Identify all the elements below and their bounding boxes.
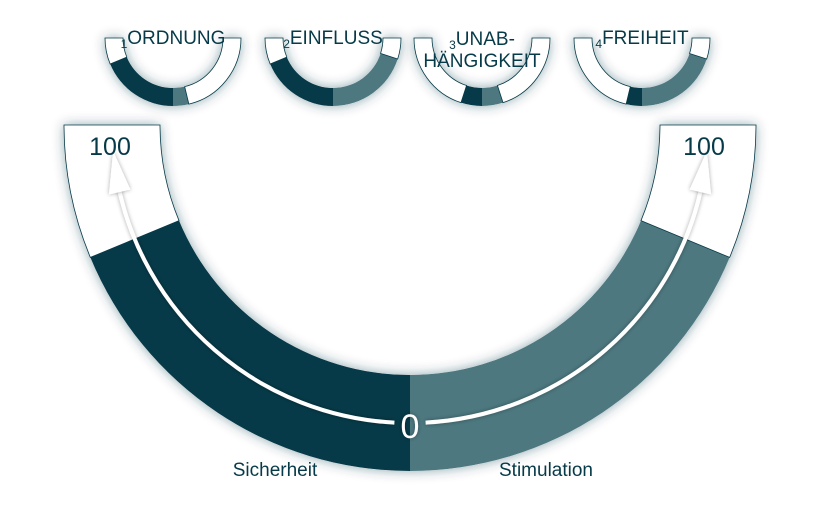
stimulation-fill xyxy=(410,220,730,471)
small-gauge-label: HÄNGIGKEIT xyxy=(423,51,541,72)
stimulation-empty xyxy=(184,37,242,105)
small-gauge-2: 2EINFLUSS xyxy=(264,28,402,106)
small-gauge-number: 2 xyxy=(283,37,290,51)
sicherheit-empty xyxy=(264,37,288,65)
sicherheit-empty xyxy=(413,37,468,104)
small-gauge-number: 1 xyxy=(121,37,128,51)
small-gauge-label: EINFLUSS xyxy=(290,28,383,49)
main-gauge xyxy=(63,124,757,471)
small-gauge-label: ORDNUNG xyxy=(127,28,225,49)
sicherheit-label: Sicherheit xyxy=(233,460,318,481)
stimulation-fill xyxy=(482,85,504,106)
small-gauge-3: 3UNAB-HÄNGIGKEIT xyxy=(413,29,551,106)
arrowhead-icon xyxy=(689,150,712,195)
stimulation-empty xyxy=(496,37,551,104)
stimulation-empty xyxy=(689,37,711,60)
stimulation-fill xyxy=(333,53,398,106)
small-gauge-number: 3 xyxy=(449,38,456,52)
stimulation-fill xyxy=(173,86,189,106)
sicherheit-fill xyxy=(270,57,333,106)
small-gauge-title: 3UNAB-HÄNGIGKEIT xyxy=(423,29,541,72)
small-gauge-4: 4FREIHEIT xyxy=(573,28,711,106)
sicherheit-empty xyxy=(573,37,631,105)
arrowhead-icon xyxy=(108,150,131,195)
small-gauge-number: 4 xyxy=(595,37,602,51)
max-label-right: 100 xyxy=(683,133,725,161)
small-gauge-title: 2EINFLUSS xyxy=(283,28,383,51)
stimulation-empty xyxy=(380,37,402,60)
small-gauge-1: 1ORDNUNG xyxy=(104,28,242,106)
small-gauge-label: UNAB- xyxy=(456,29,515,50)
max-label-left: 100 xyxy=(89,133,131,161)
arrow-left xyxy=(115,181,395,425)
stimulation-label: Stimulation xyxy=(499,460,593,481)
min-label: 0 xyxy=(401,408,420,446)
sicherheit-fill xyxy=(90,220,411,471)
sicherheit-fill xyxy=(460,85,482,106)
sicherheit-fill xyxy=(626,86,642,106)
sicherheit-fill xyxy=(110,57,173,106)
arrow-right xyxy=(425,181,705,425)
sicherheit-empty xyxy=(104,37,128,65)
small-gauge-label: FREIHEIT xyxy=(602,28,689,49)
small-gauge-title: 4FREIHEIT xyxy=(595,28,689,51)
stimulation-fill xyxy=(642,53,707,106)
small-gauge-title: 1ORDNUNG xyxy=(121,28,226,51)
